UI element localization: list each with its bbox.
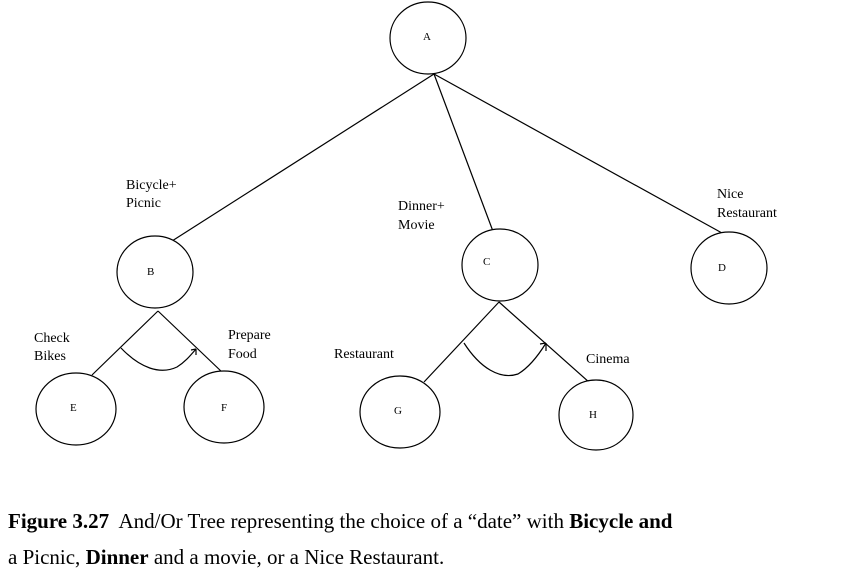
node-e — [35, 372, 117, 446]
figure-caption: Figure 3.27 And/Or Tree representing the… — [8, 503, 838, 575]
figure-number: Figure 3.27 — [8, 509, 110, 533]
and-or-tree-diagram: A B C D E F G H Bicycle+ Picnic Dinner+ … — [34, 1, 777, 451]
node-b — [116, 235, 194, 309]
and-arc-b-arrowhead — [190, 348, 197, 355]
caption-bold-bicycle: Bicycle — [569, 509, 634, 533]
node-c — [461, 228, 539, 302]
edge-b-f — [157, 310, 224, 374]
node-h-label: H — [589, 409, 597, 421]
caption-bold-and: and — [638, 509, 673, 533]
label-bicycle-picnic-line1: Bicycle+ — [126, 178, 177, 193]
node-f — [183, 370, 265, 444]
node-e-label: E — [70, 402, 77, 414]
caption-text-4: and a movie, or a Nice Restaurant. — [148, 545, 445, 569]
caption-text-3: a Picnic, — [8, 545, 86, 569]
label-prepare-food-line2: Food — [228, 347, 257, 362]
node-f-label: F — [221, 402, 227, 414]
node-d — [690, 231, 768, 305]
node-b-label: B — [147, 266, 154, 278]
label-prepare-food-line1: Prepare — [228, 328, 271, 343]
and-arc-c — [463, 342, 547, 376]
node-h — [558, 379, 634, 451]
and-arc-c-arrowhead — [539, 342, 547, 351]
edge-c-h — [498, 301, 591, 384]
label-cinema: Cinema — [586, 352, 630, 367]
node-g-label: G — [394, 405, 402, 417]
edge-b-e — [91, 310, 159, 376]
node-d-label: D — [718, 262, 726, 274]
label-nice-restaurant-line2: Restaurant — [717, 206, 777, 221]
label-check-bikes-line1: Check — [34, 331, 70, 346]
label-check-bikes-line2: Bikes — [34, 349, 66, 364]
edge-c-g — [423, 301, 500, 383]
caption-bold-dinner: Dinner — [85, 545, 149, 569]
node-a-label: A — [423, 31, 431, 43]
edge-a-d — [433, 73, 723, 234]
edge-a-b — [171, 73, 435, 242]
label-bicycle-picnic-line2: Picnic — [126, 196, 161, 211]
caption-text-1: And/Or Tree representing the choice of a… — [109, 509, 570, 533]
and-arc-b — [120, 347, 197, 371]
node-c-label: C — [483, 256, 490, 268]
node-a — [389, 1, 467, 75]
label-restaurant: Restaurant — [334, 347, 394, 362]
label-dinner-movie-line1: Dinner+ — [398, 199, 445, 214]
label-dinner-movie-line2: Movie — [398, 218, 435, 233]
edge-a-c — [433, 73, 495, 235]
node-g — [359, 375, 441, 449]
label-nice-restaurant-line1: Nice — [717, 187, 743, 202]
